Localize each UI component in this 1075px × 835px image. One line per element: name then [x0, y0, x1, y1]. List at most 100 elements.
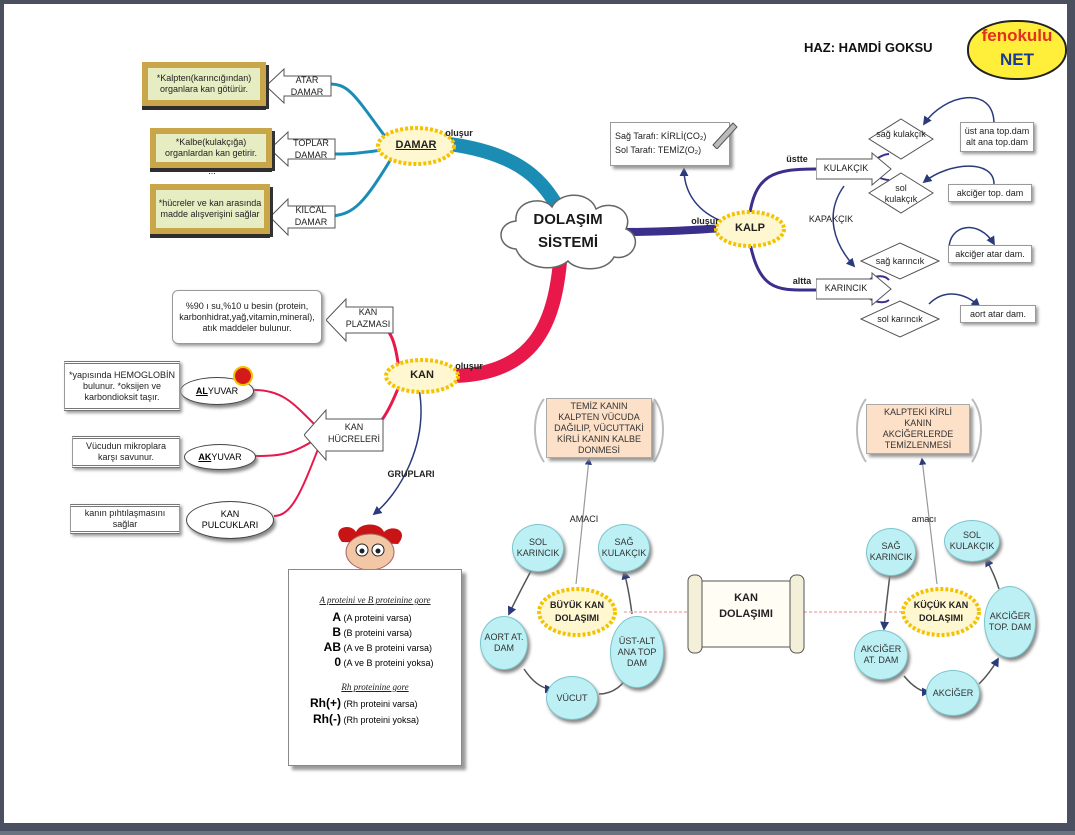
abo-desc: (B proteini varsa) — [343, 628, 413, 638]
abo-symbol: AB — [323, 640, 341, 654]
trunk-kan — [447, 255, 567, 383]
aort-atar-text: aort atar dam. — [969, 308, 1027, 319]
buyuk-node: SAĞ KULAKÇIK — [598, 524, 650, 572]
ust-ana-text: üst ana top.dam alt ana top.dam — [964, 126, 1030, 147]
akciger-atar-note: akciğer atar dam. — [948, 245, 1032, 263]
kucuk-purpose-text: KALPTEKİ KİRLİ KANIN AKCİĞERLERDE TEMİZL… — [882, 407, 954, 450]
kucuk-node-label: AKCİĞER — [932, 687, 974, 698]
abo-symbol: B — [332, 625, 341, 639]
sol-karincik-diamond — [860, 300, 940, 338]
kilcal-note-board: *hücreler ve kan arasında madde alışveri… — [150, 184, 270, 238]
blood-cell-icon — [233, 366, 253, 386]
alyuvar-note: *yapısında HEMOGLOBİN bulunur. *oksijen … — [64, 361, 180, 411]
sol-kulakcik-label: sol kulakçık — [884, 183, 918, 204]
kalp-title: KALP — [735, 222, 765, 234]
rh-desc: (Rh proteini yoksa) — [343, 715, 420, 725]
author-label: HAZ: HAMDİ GOKSU — [804, 40, 933, 55]
karincik-label: KARINCIK — [824, 283, 868, 293]
kalp-ustte: üstte — [786, 154, 808, 164]
kilcal-label1: KILCAL — [295, 205, 327, 215]
kucuk-node-label: AKCİĞER TOP. DAM — [988, 611, 1032, 632]
abo-desc: (A proteini varsa) — [343, 613, 412, 623]
plazma-note-text: %90 ı su,%10 u besin (protein, karbonhid… — [179, 300, 315, 333]
alyuvar-prefix: AL — [195, 385, 208, 396]
damar-olusur: oluşur — [445, 128, 473, 138]
sag-karincik-label: sağ karıncık — [875, 256, 925, 266]
kalp-olusur: oluşur — [691, 216, 719, 226]
kilcal-arrow-shape — [270, 198, 336, 236]
kalp-sides-line1: Sağ Tarafı: KİRLİ(CO₂) — [615, 131, 707, 141]
kucuk-node-label: SOL KULAKÇIK — [949, 530, 995, 551]
toplar-note-board: *Kalbe(kulakçığa) organlardan kan getiri… — [150, 128, 272, 172]
abo-symbol: A — [332, 610, 341, 624]
buyuk-node: AORT AT. DAM — [480, 616, 528, 670]
pulcuklar-label2: PULCUKLARI — [201, 520, 259, 530]
buyuk-amac: AMACI — [569, 514, 599, 524]
kalp-altta: altta — [792, 276, 812, 286]
abo-row: 0 (A ve B proteini yoksa) — [311, 655, 461, 670]
buyuk-purpose-text: TEMİZ KANIN KALPTEN VÜCUDA DAĞILIP, VÜCU… — [554, 400, 644, 455]
abo-desc: (A ve B proteini varsa) — [343, 643, 433, 653]
kan-dolasimi-scroll — [687, 574, 805, 654]
kucuk-burst — [901, 587, 981, 637]
plazma-label1: KAN — [358, 307, 378, 317]
kucuk-node: AKCİĞER AT. DAM — [854, 630, 908, 680]
blood-heading2: Rh proteinine gore — [341, 682, 409, 692]
damar-title: DAMAR — [395, 139, 437, 151]
atar-label2: DAMAR — [290, 87, 324, 97]
fenokulu-logo: fenokulu NET — [967, 20, 1067, 80]
buyuk-purpose-box: TEMİZ KANIN KALPTEN VÜCUDA DAĞILIP, VÜCU… — [546, 398, 652, 458]
sag-kulakcik-label: sağ kulakçık — [876, 129, 926, 139]
kucuk-amac: amacı — [911, 514, 937, 524]
alyuvar-note-text: *yapısında HEMOGLOBİN bulunur. *oksijen … — [68, 369, 176, 402]
kucuk-purpose-box: KALPTEKİ KİRLİ KANIN AKCİĞERLERDE TEMİZL… — [866, 404, 970, 454]
buyuk-node-label: VÜCUT — [556, 692, 588, 703]
toplar-arrow-shape — [270, 131, 336, 167]
toplar-label2: DAMAR — [294, 150, 328, 160]
scroll-line2: DOLAŞIMI — [719, 608, 773, 620]
ust-ana-note: üst ana top.dam alt ana top.dam — [960, 122, 1034, 152]
connector-lines — [182, 82, 1000, 697]
kucuk-node-label: SAĞ KARINCIK — [869, 541, 913, 562]
akyuvar-note: Vücudun mikroplara karşı savunur. — [72, 436, 180, 468]
abo-desc: (A ve B proteini yoksa) — [343, 658, 434, 668]
buyuk-node-label: SAĞ KULAKÇIK — [601, 537, 647, 558]
atar-arrow-shape — [266, 68, 332, 104]
kucuk-node: SOL KULAKÇIK — [944, 520, 1000, 562]
center-cloud — [500, 194, 637, 270]
buyuk-node: SOL KARINCIK — [512, 524, 564, 572]
damar-burst — [376, 126, 456, 166]
kan-gruplari-label: GRUPLARI — [387, 469, 435, 479]
kucuk-node: AKCİĞER — [926, 670, 980, 716]
plazma-label2: PLAZMASI — [345, 319, 391, 329]
scroll-line1: KAN — [734, 592, 758, 604]
kan-olusur: oluşur — [455, 361, 483, 371]
toplar-note: *Kalbe(kulakçığa) organlardan kan getiri… — [164, 137, 258, 158]
kalp-burst — [714, 210, 786, 248]
rh-desc: (Rh proteini varsa) — [343, 699, 418, 709]
blood-heading1: A proteini ve B proteinine gore — [319, 595, 431, 605]
kucuk-line2: DOLAŞIMI — [919, 613, 963, 623]
buyuk-node: VÜCUT — [546, 676, 598, 720]
akciger-top-note: akciğer top. dam — [948, 184, 1032, 202]
hucreler-label1: KAN — [344, 422, 364, 432]
akyuvar-suffix: YUVAR — [211, 451, 242, 462]
rh-symbol: Rh(-) — [313, 712, 341, 726]
karincik-arrow-shape — [816, 272, 892, 306]
buyuk-node-label: AORT AT. DAM — [484, 632, 524, 653]
atar-note-board: *Kalpten(karıncığından) organlara kan gö… — [142, 62, 266, 110]
pulcuklar-note: kanın pıhtılaşmasını sağlar — [70, 504, 180, 534]
buyuk-burst — [537, 587, 617, 637]
center-title-line1: DOLAŞIM — [533, 211, 603, 228]
sag-karincik-diamond — [860, 242, 940, 280]
buyuk-node-label: ÜST-ALT ANA TOP DAM — [617, 635, 657, 668]
buyuk-line2: DOLAŞIMI — [555, 613, 599, 623]
center-title-line2: SİSTEMİ — [537, 234, 598, 251]
rh-symbol: Rh(+) — [310, 696, 341, 710]
kucuk-line1: KÜÇÜK KAN — [913, 600, 969, 610]
kulakcik-arrow-shape — [816, 152, 892, 186]
abo-row: B (B proteini varsa) — [311, 625, 461, 640]
atar-label1: ATAR — [295, 75, 319, 85]
